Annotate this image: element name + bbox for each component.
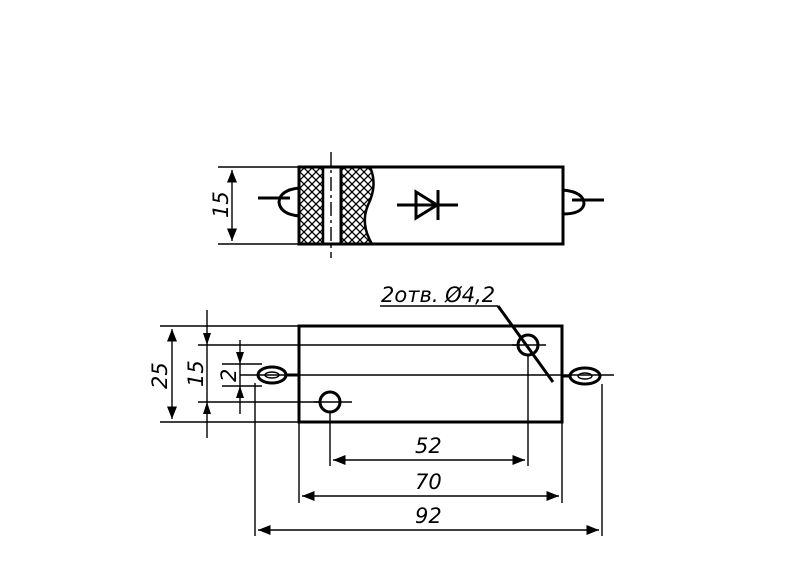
hole-note: 2отв. Ø4,2	[381, 283, 495, 307]
body-height-dim: 15	[184, 360, 208, 387]
top-view: 15	[209, 152, 604, 258]
overall-length-dim: 92	[415, 504, 442, 528]
top-height-dim: 15	[209, 191, 233, 218]
diode-icon	[397, 189, 458, 221]
top-section-hatch-left	[297, 165, 325, 246]
top-section-hatch-right	[339, 165, 375, 246]
offset-dim: 2	[217, 369, 241, 382]
overall-height-dim: 25	[148, 362, 172, 389]
hole-spacing-dim: 52	[415, 434, 442, 458]
right-terminal-lug	[562, 366, 602, 386]
front-view: 2отв. Ø4,2 25 15 2 52 70	[148, 283, 614, 536]
body-length-dim: 70	[415, 470, 442, 494]
top-left-lead	[277, 186, 300, 218]
top-right-lead	[562, 188, 586, 216]
